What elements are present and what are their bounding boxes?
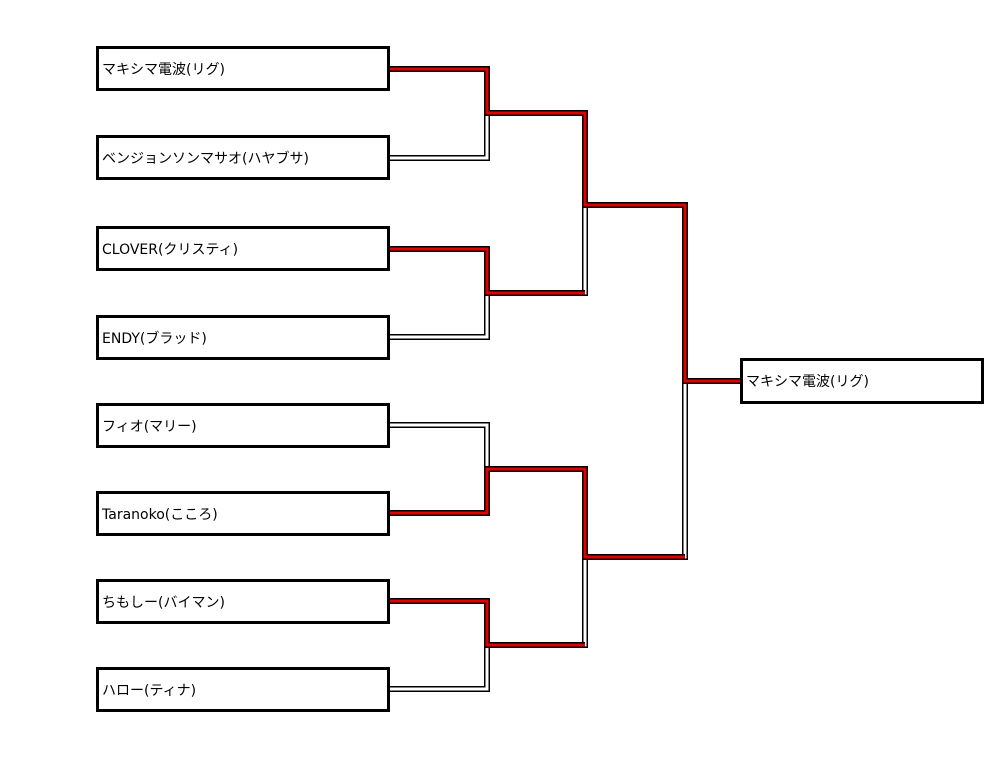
winner-path (389, 599, 585, 647)
entrant-box-5: フィオ(マリー) (96, 403, 390, 448)
eliminated-path-outline (389, 422, 490, 469)
winner-path (389, 247, 585, 295)
winner-paths (389, 66, 741, 648)
entrant-box-7: ちもしー(バイマン) (96, 579, 390, 624)
entrant-box-2: ベンジョンソンマサオ(ハヤブサ) (96, 135, 390, 180)
eliminated-path (585, 381, 687, 559)
eliminated-path-outline (487, 205, 588, 296)
eliminated-path-outline (389, 645, 490, 692)
eliminated-path (389, 645, 489, 691)
eliminated-path-outline (389, 113, 490, 161)
winner-path (389, 67, 741, 383)
entrant-box-8: ハロー(ティナ) (96, 667, 390, 712)
eliminated-path (389, 113, 489, 160)
eliminated-path (487, 205, 587, 295)
eliminated-path (389, 423, 489, 469)
eliminated-path-outline (585, 381, 688, 560)
entrant-box-4: ENDY(ブラッド) (96, 315, 390, 360)
champion-box: マキシマ電波(リグ) (740, 358, 984, 404)
entrant-box-3: CLOVER(クリスティ) (96, 226, 390, 271)
eliminated-path-outline (487, 557, 588, 648)
eliminated-path-outline (389, 293, 490, 340)
entrant-box-6: Taranoko(こころ) (96, 491, 390, 536)
entrant-box-1: マキシマ電波(リグ) (96, 46, 390, 91)
eliminated-path (487, 557, 587, 647)
eliminated-path (389, 293, 489, 339)
winner-path (389, 467, 685, 559)
